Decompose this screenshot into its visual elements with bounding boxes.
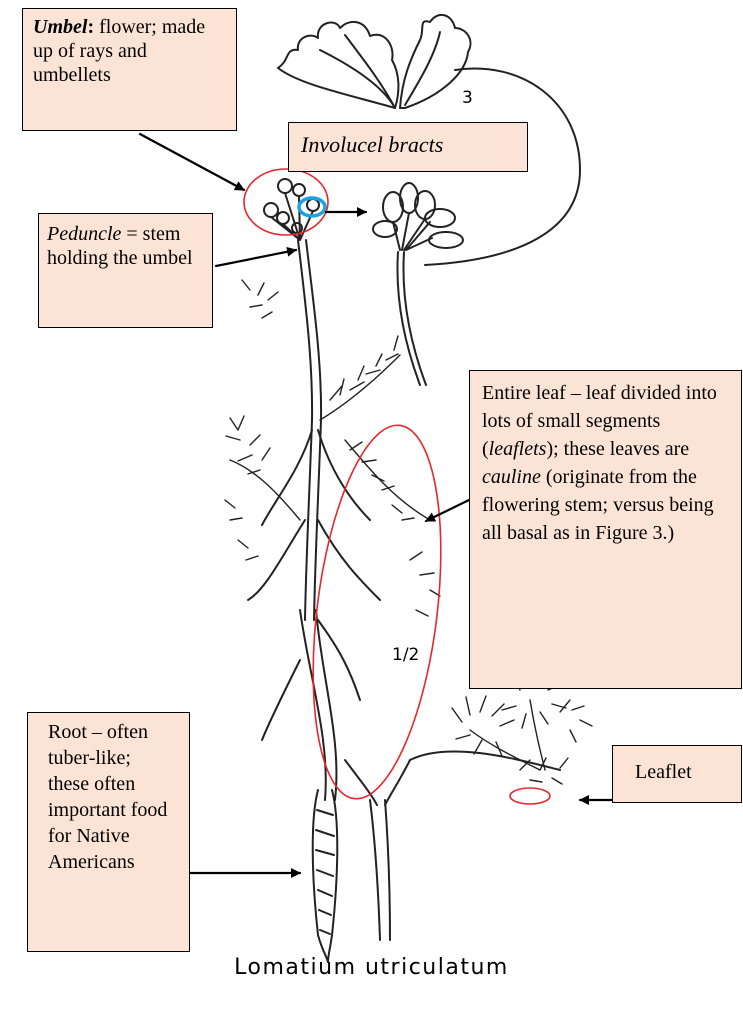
detail-umbel-drawing [373, 183, 463, 385]
leaflets-term: leaflets [489, 438, 547, 460]
root-label-box: Root – often tuber-like; these often imp… [27, 712, 190, 952]
species-caption: Lomatium utriculatum [0, 955, 743, 980]
umbel-term: Umbel [33, 16, 87, 38]
leaf-label-box: Entire leaf – leaf divided into lots of … [469, 370, 742, 689]
umbel-arrow [140, 134, 244, 190]
involucel-bracts-label: Involucel bracts [288, 122, 528, 172]
involucel-bract-drawing [278, 15, 470, 108]
peduncle-label-box: Peduncle = stem holding the umbel [38, 213, 213, 328]
umbel-label-box: Umbel: flower; made up of rays and umbel… [22, 8, 237, 131]
detail-number-label: 3 [462, 88, 473, 108]
leaflet-highlight-ellipse [510, 788, 550, 804]
scale-label: 1/2 [392, 645, 419, 665]
leaflet-label-box: Leaflet [612, 745, 742, 803]
peduncle-term: Peduncle [47, 223, 121, 245]
leaf-arrow [426, 500, 469, 521]
peduncle-arrow [216, 250, 296, 266]
leaf-text-2: ); these leaves are [546, 438, 689, 460]
cauline-term: cauline [482, 466, 541, 488]
